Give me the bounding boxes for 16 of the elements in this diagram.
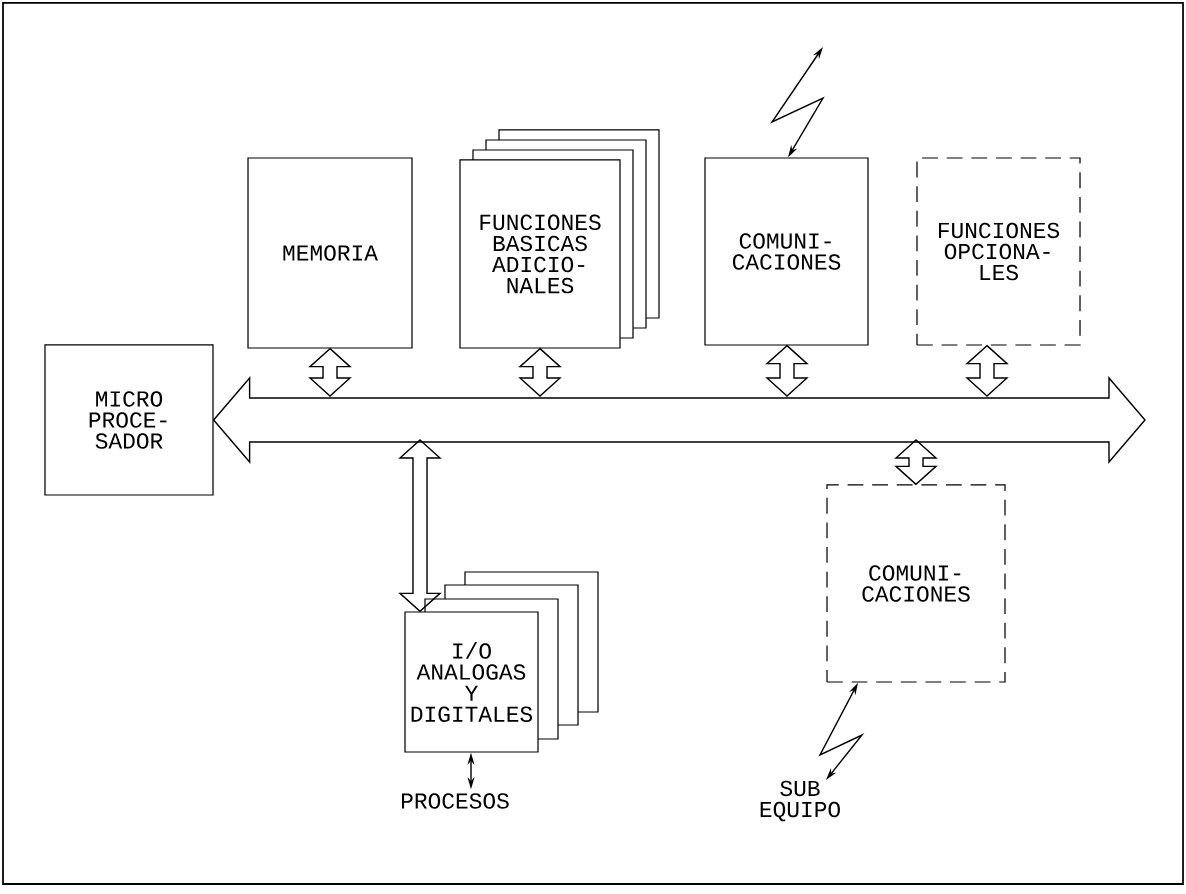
hollow-double-arrow <box>894 439 938 486</box>
process-label: PROCESOS <box>402 793 509 809</box>
processor-box: MICRO PROCE- SADOR <box>44 344 214 496</box>
hollow-double-arrow <box>212 376 1146 464</box>
stacked-module-box: I/O ANALOGAS Y DIGITALES <box>404 571 599 753</box>
optional-module-box: FUNCIONES OPCIONA- LES <box>916 157 1081 346</box>
hollow-double-arrow <box>965 344 1009 397</box>
module-box: MEMORIA <box>247 157 413 349</box>
hollow-double-arrow <box>398 439 442 613</box>
module-box: COMUNI- CACIONES <box>704 157 869 346</box>
hollow-double-arrow <box>518 347 562 397</box>
hollow-double-arrow <box>765 344 809 397</box>
equipment-label: SUB EQUIPO <box>760 780 840 822</box>
optional-module-box: COMUNI- CACIONES <box>826 484 1006 683</box>
stacked-module-box: FUNCIONES BASICAS ADICIO- NALES <box>459 129 660 349</box>
hollow-double-arrow <box>308 347 352 397</box>
